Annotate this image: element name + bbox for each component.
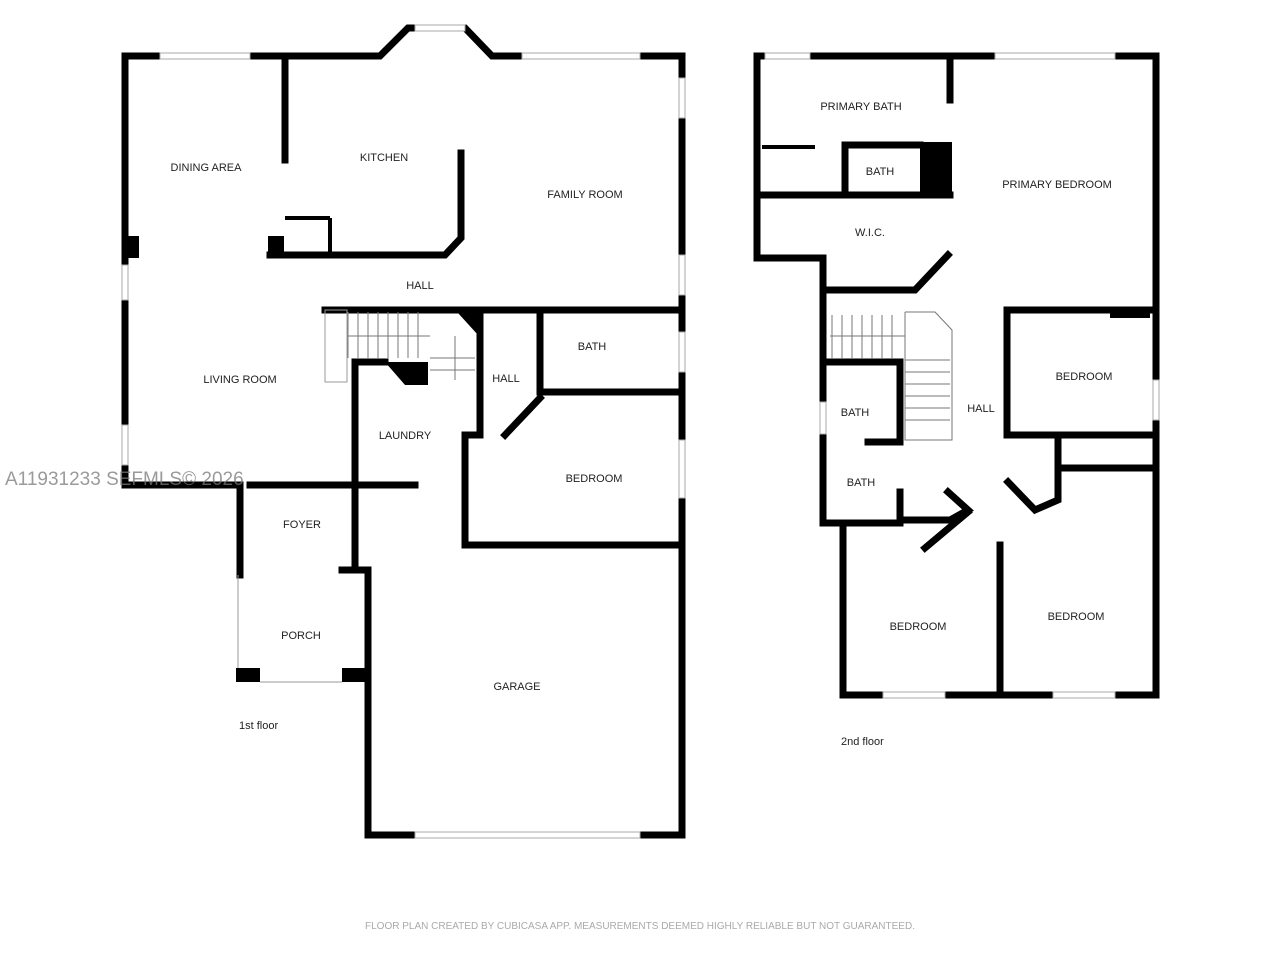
second-floor-windows [764, 52, 1160, 699]
room-label: LIVING ROOM [203, 374, 276, 386]
second-floor-labels: PRIMARY BATH BATH PRIMARY BEDROOM W.I.C.… [820, 101, 1112, 748]
room-label: FAMILY ROOM [547, 189, 622, 201]
room-label: BATH [866, 166, 895, 178]
second-floor-walls [753, 52, 1160, 699]
room-label: BEDROOM [566, 473, 623, 485]
room-label: BATH [578, 341, 607, 353]
second-floor-stairs [830, 311, 953, 441]
room-label: PRIMARY BEDROOM [1002, 179, 1112, 191]
room-label: FOYER [283, 519, 321, 531]
room-label: LAUNDRY [379, 430, 432, 442]
first-floor-windows [121, 24, 686, 839]
room-label: GARAGE [493, 681, 540, 693]
room-label: HALL [406, 280, 434, 292]
first-floor-stairs [324, 309, 475, 383]
room-label: HALL [492, 373, 520, 385]
room-label: BATH [847, 477, 876, 489]
first-floor-walls [121, 24, 686, 839]
footer-disclaimer: FLOOR PLAN CREATED BY CUBICASA APP. MEAS… [365, 921, 915, 932]
first-floor-labels: DINING AREA KITCHEN FAMILY ROOM HALL LIV… [171, 152, 623, 732]
room-label: BATH [841, 407, 870, 419]
room-label: BEDROOM [890, 621, 947, 633]
floor-label: 1st floor [239, 720, 278, 732]
room-label: PORCH [281, 630, 321, 642]
floor-label: 2nd floor [841, 736, 884, 748]
room-label: KITCHEN [360, 152, 408, 164]
room-label: BEDROOM [1048, 611, 1105, 623]
room-label: W.I.C. [855, 227, 885, 239]
watermark: A11931233 SEFMLS© 2026 [5, 469, 244, 490]
room-label: HALL [967, 403, 995, 415]
room-label: PRIMARY BATH [820, 101, 901, 113]
room-label: DINING AREA [171, 162, 243, 174]
room-label: BEDROOM [1056, 371, 1113, 383]
